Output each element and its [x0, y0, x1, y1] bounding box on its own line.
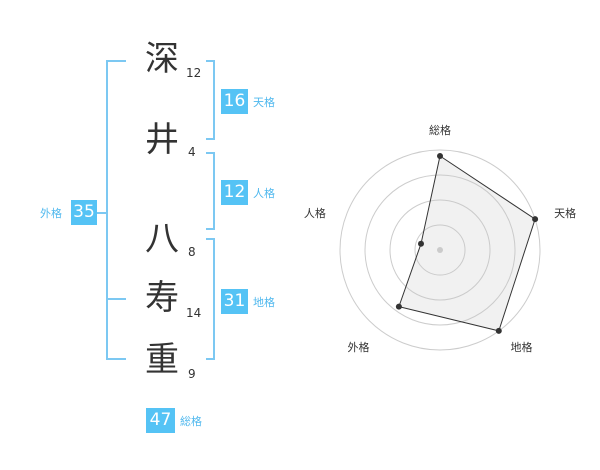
chikaku-bracket-bottom [206, 358, 214, 360]
tenkaku-bracket-top [206, 60, 214, 62]
jinkaku-bracket-bottom [206, 228, 214, 230]
tenkaku-bracket-spine [213, 60, 215, 140]
name-char-5: 重 [145, 340, 179, 380]
radar-point-1 [437, 153, 443, 159]
name-char-3: 八 [145, 219, 179, 259]
stroke-count-1: 12 [186, 66, 202, 80]
gaikaku-label: 外格 [40, 207, 62, 220]
chikaku-value: 31 [221, 289, 248, 314]
gaikaku-value: 35 [71, 200, 97, 225]
name-char-2: 井 [145, 120, 179, 160]
chikaku-label: 地格 [253, 296, 275, 309]
gaikaku-bracket-connector [96, 212, 106, 214]
soukaku-label: 総格 [180, 415, 202, 428]
jinkaku-bracket-spine [213, 152, 215, 230]
radar-axis-label-1: 総格 [429, 123, 451, 137]
radar-axis-label-4: 外格 [348, 340, 370, 354]
stroke-count-5: 9 [188, 367, 196, 381]
jinkaku-value: 12 [221, 180, 248, 205]
radar-ring-4 [339, 149, 541, 351]
radar-axis-label-3: 地格 [511, 340, 533, 354]
radar-point-5 [418, 240, 424, 247]
name-char-4: 寿 [145, 278, 179, 318]
stroke-count-3: 8 [188, 245, 196, 259]
stroke-count-2: 4 [188, 145, 196, 159]
jinkaku-bracket-top [206, 152, 214, 154]
tenkaku-label: 天格 [253, 96, 275, 109]
radar-point-3 [495, 327, 502, 334]
jinkaku-label: 人格 [253, 187, 275, 200]
radar-data-polygon [398, 155, 536, 332]
radar-axis-label-2: 天格 [554, 206, 576, 220]
radar-center-dot [437, 247, 443, 253]
gaikaku-bracket-spine [106, 60, 108, 360]
chikaku-bracket-spine [213, 238, 215, 360]
gaikaku-bracket-mid [106, 298, 126, 300]
name-char-1: 深 [145, 39, 179, 79]
radar-axis-label-5: 人格 [304, 206, 326, 220]
tenkaku-bracket-bottom [206, 138, 214, 140]
gaikaku-bracket-top [106, 60, 126, 62]
stroke-count-4: 14 [186, 306, 202, 320]
chikaku-bracket-top [206, 238, 214, 240]
soukaku-value: 47 [146, 408, 175, 433]
radar-ring-1 [414, 224, 466, 276]
radar-ring-3 [364, 174, 516, 326]
gaikaku-bracket-bottom [106, 358, 126, 360]
radar-point-2 [532, 216, 539, 223]
radar-ring-2 [389, 199, 491, 301]
tenkaku-value: 16 [221, 89, 248, 114]
radar-point-4 [395, 303, 402, 310]
